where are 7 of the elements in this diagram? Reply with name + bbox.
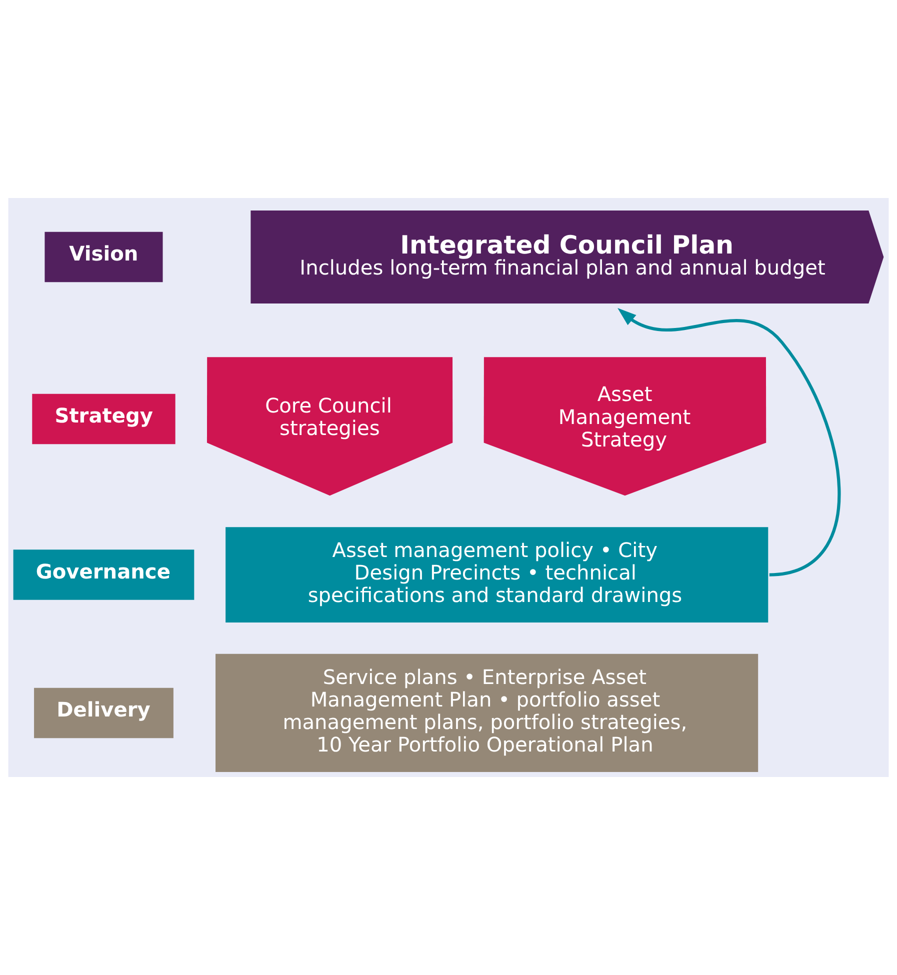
node-box: Delivery bbox=[34, 688, 174, 738]
node-box: Strategy bbox=[32, 394, 176, 444]
node-box: Service plans • Enterprise Asset Management Plan • portfolio asset management plans, portfolio strategies, 10 Year Portfolio Operational Plan bbox=[216, 654, 758, 772]
node-box: Asset management policy • City Design Precincts • technical specifications and standard drawings bbox=[226, 527, 768, 623]
node-box: Vision bbox=[44, 232, 163, 282]
node-box: Governance bbox=[13, 550, 194, 600]
arrow bbox=[618, 308, 841, 576]
